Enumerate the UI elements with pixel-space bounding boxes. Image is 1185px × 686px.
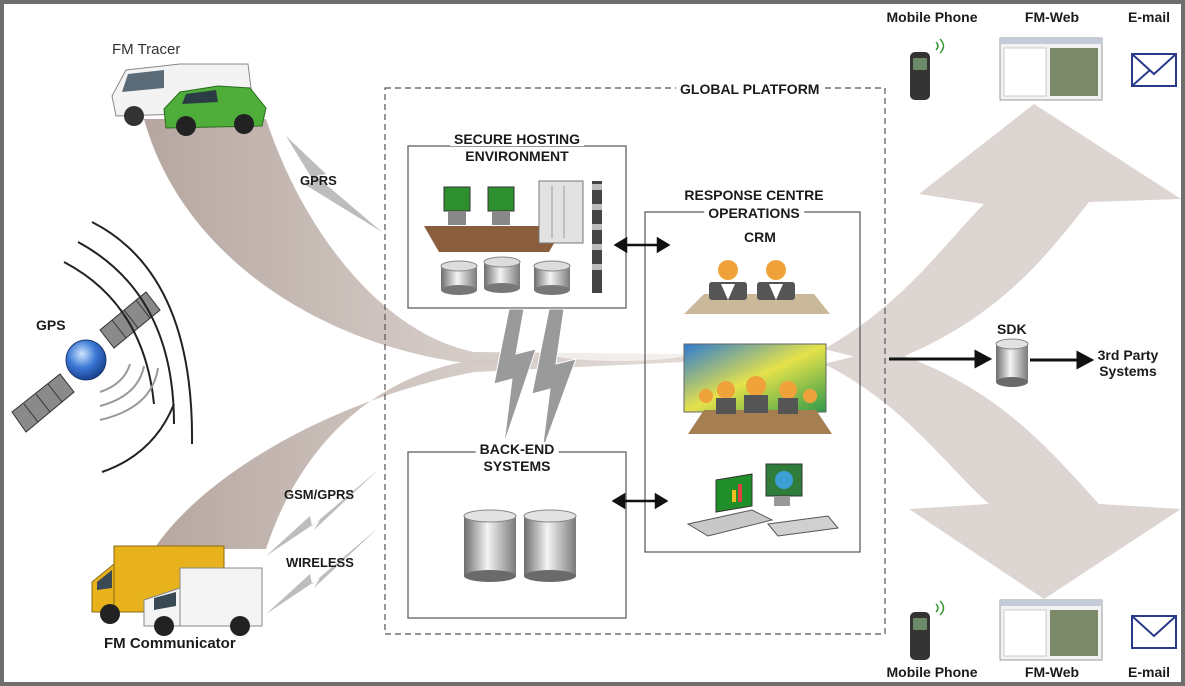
flow-bands <box>144 104 1181 599</box>
gsm-bolt-icon <box>266 470 378 614</box>
systems-title: SYSTEMS <box>479 459 555 473</box>
flow-band-to-bottom-outputs <box>824 349 1181 599</box>
backend-crm-arrow <box>611 492 669 510</box>
diagram-canvas <box>11 37 1181 661</box>
mobile-phone-icon-bottom <box>910 600 945 660</box>
backend-database-icon <box>463 509 577 582</box>
mobile-phone-icon-top <box>910 38 945 100</box>
fm-web-screenshot-icon-top <box>999 37 1103 101</box>
fm-communicator-label: FM Communicator <box>104 635 236 652</box>
flow-band-to-top-outputs <box>824 104 1181 364</box>
operations-title: OPERATIONS <box>704 206 804 220</box>
gsm-gprs-label: GSM/GPRS <box>284 487 355 502</box>
email-icon-bottom <box>1131 615 1177 649</box>
flow-band-highlight <box>549 345 689 361</box>
response-centre-title: RESPONSE CENTRE <box>680 188 828 202</box>
computers-icon <box>686 463 839 537</box>
wireless-label: WIRELESS <box>286 555 354 570</box>
secure-hosting-box <box>407 145 627 309</box>
crm-title: CRM <box>744 229 776 245</box>
secure-hosting-title: SECURE HOSTING <box>449 132 585 146</box>
sdk-label: SDK <box>997 321 1027 337</box>
operations-room-icon <box>683 343 832 434</box>
bottom-output-label-email: E-mail <box>1127 664 1171 680</box>
fm-web-screenshot-icon-bottom <box>999 599 1103 661</box>
environment-title: ENVIRONMENT <box>461 149 573 163</box>
third-party-label-line2: Systems <box>1099 363 1157 379</box>
gps-satellite-icon <box>11 221 194 473</box>
sdk-database-icon <box>995 338 1029 387</box>
back-end-title: BACK-END <box>475 442 559 456</box>
top-output-label-fmweb: FM-Web <box>1024 9 1080 25</box>
server-cluster-icon <box>424 180 602 295</box>
fm-communicator-vehicles-icon <box>91 545 263 636</box>
flow-band-from-tracer <box>144 119 684 364</box>
gprs-bolt-icon <box>286 136 382 232</box>
crm-agents-icon <box>684 260 830 314</box>
flow-band-from-communicator <box>154 356 684 549</box>
top-output-label-email: E-mail <box>1127 9 1171 25</box>
bottom-output-label-mobile: Mobile Phone <box>886 664 978 680</box>
global-platform-title: GLOBAL PLATFORM <box>676 82 824 96</box>
lightning-links-icon <box>493 308 577 453</box>
bottom-outputs-icons <box>910 599 1177 661</box>
top-outputs-icons <box>910 37 1177 101</box>
gprs-label: GPRS <box>300 173 337 188</box>
top-output-label-mobile: Mobile Phone <box>886 9 978 25</box>
diagram-frame: FM Tracer FM Communicator GPS GPRS GSM/G… <box>4 4 1181 682</box>
fm-tracer-label: FM Tracer <box>112 41 181 58</box>
bottom-output-label-fmweb: FM-Web <box>1024 664 1080 680</box>
third-party-label-line1: 3rd Party <box>1097 347 1159 363</box>
sdk-arrow <box>889 349 1095 370</box>
back-end-box <box>407 451 627 619</box>
global-platform-border <box>384 87 886 635</box>
gps-label: GPS <box>36 317 66 333</box>
fm-tracer-vehicles-icon <box>111 63 267 136</box>
email-icon-top <box>1131 53 1177 87</box>
hosting-crm-arrow <box>613 236 671 254</box>
